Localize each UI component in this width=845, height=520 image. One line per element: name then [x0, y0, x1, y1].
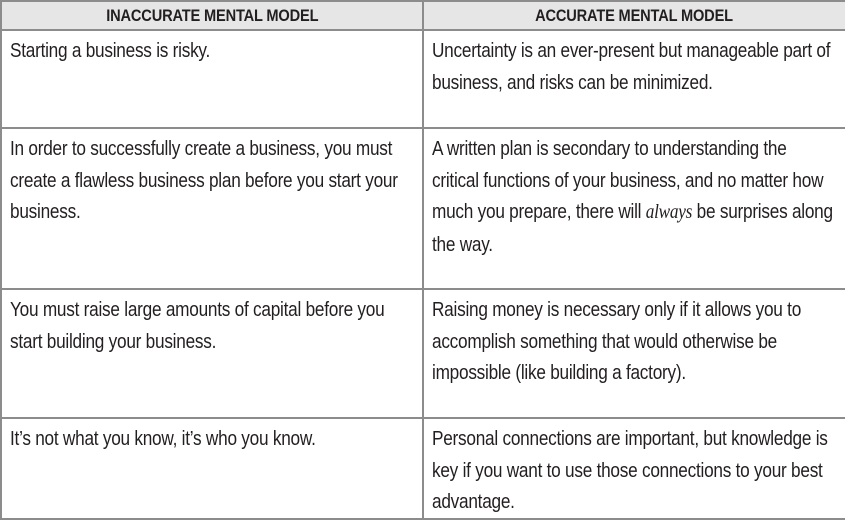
- accurate-cell: Raising money is necessary only if it al…: [422, 288, 845, 419]
- accurate-cell: Uncertainty is an ever-present but manag…: [422, 29, 845, 129]
- accurate-cell: Personal connections are important, but …: [422, 417, 845, 520]
- text-segment: A written plan is secondary to understan…: [432, 137, 824, 223]
- inaccurate-cell: In order to successfully create a busine…: [0, 127, 424, 290]
- header-accurate: ACCURATE MENTAL MODEL: [422, 0, 845, 31]
- inaccurate-cell: Starting a business is risky.: [0, 29, 424, 129]
- emphasis-text: always: [645, 201, 693, 223]
- inaccurate-cell: You must raise large amounts of capital …: [0, 288, 424, 419]
- header-row: INACCURATE MENTAL MODEL ACCURATE MENTAL …: [0, 0, 845, 31]
- header-inaccurate: INACCURATE MENTAL MODEL: [0, 0, 424, 31]
- table-row: Starting a business is risky. Uncertaint…: [0, 29, 845, 129]
- accurate-cell: A written plan is secondary to understan…: [422, 127, 845, 290]
- inaccurate-cell: It’s not what you know, it’s who you kno…: [0, 417, 424, 520]
- table-row: In order to successfully create a busine…: [0, 127, 845, 290]
- text-segment: be surprises along the way.: [432, 200, 833, 256]
- table-row: You must raise large amounts of capital …: [0, 288, 845, 419]
- table-row: It’s not what you know, it’s who you kno…: [0, 417, 845, 520]
